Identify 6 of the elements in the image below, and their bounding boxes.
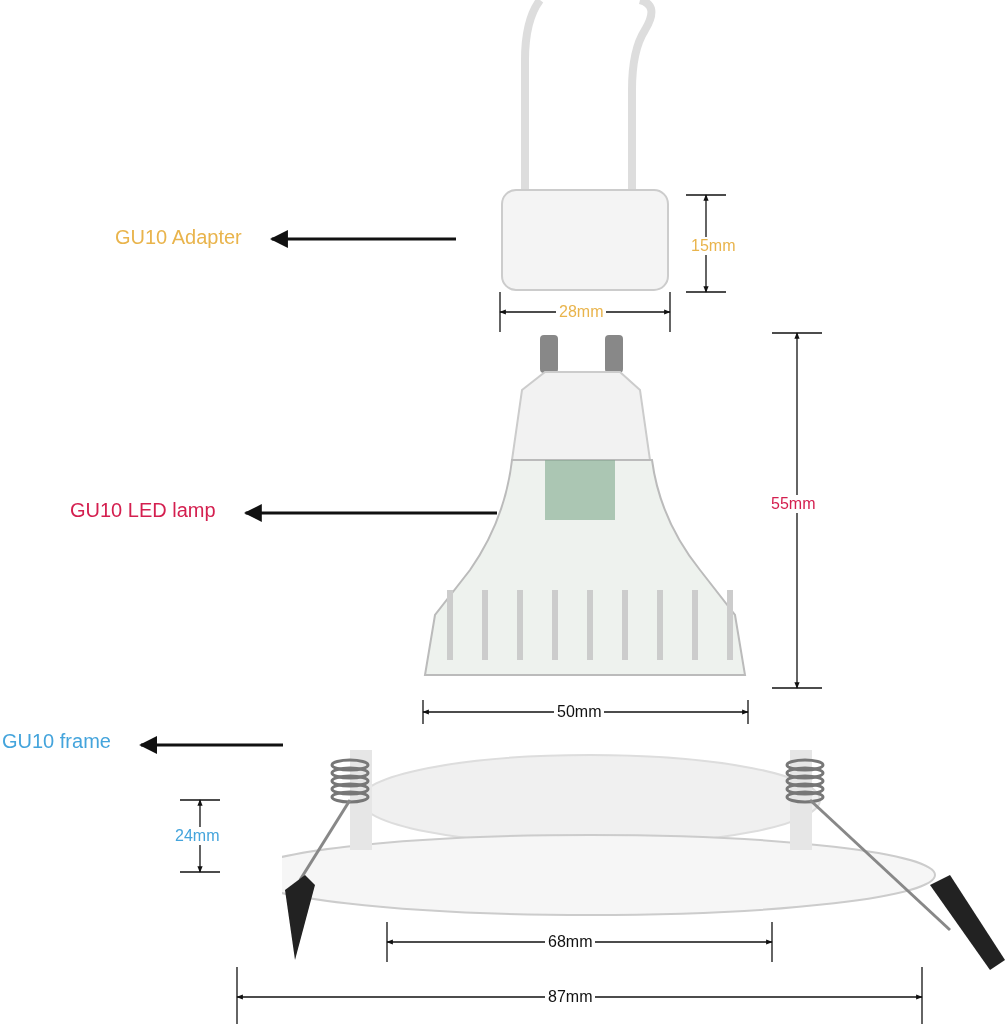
part-label: GU10 LED lamp <box>70 500 216 520</box>
arrow <box>243 504 497 522</box>
arrow <box>269 230 456 248</box>
part-label: GU10 frame <box>2 731 111 751</box>
part-label: GU10 Adapter <box>115 227 242 247</box>
arrow <box>139 736 283 754</box>
